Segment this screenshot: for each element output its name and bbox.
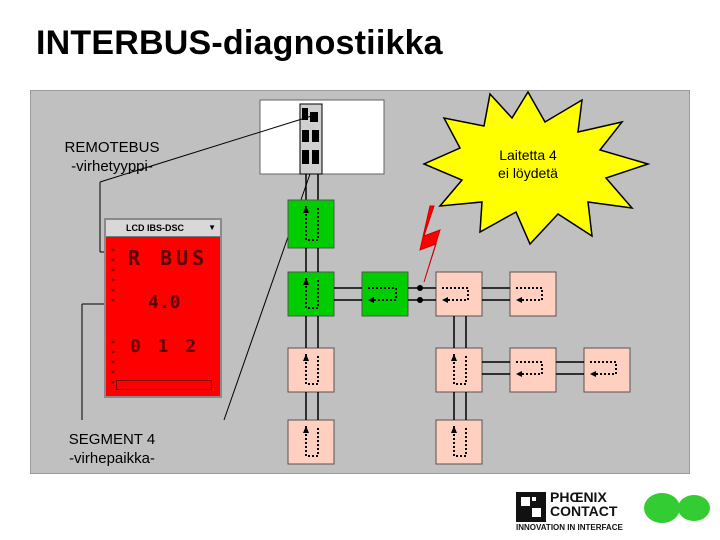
module-8 [287,419,335,465]
callout-text: Laitetta 4 ei löydetä [470,146,586,182]
device-header-label: LCD IBS-DSC [126,223,184,233]
logo-brand-line1: PHŒNIX [550,489,607,505]
remotebus-label-line2: -virhetyyppi- [71,158,153,175]
remotebus-label: REMOTEBUS -virhetyyppi- [46,138,178,176]
diagnostic-display-device: LCD IBS-DSC ▼ R BUS 4.0 0 1 2 [104,218,222,398]
logo-leaf-icon [644,493,710,523]
device-header: LCD IBS-DSC ▼ [106,220,220,237]
logo-mark-icon [516,492,546,522]
led-column [111,248,115,384]
callout-burst [422,90,651,246]
module-4-missing [435,271,483,317]
segment-label-line1: SEGMENT 4 [68,431,156,448]
segment-label: SEGMENT 4 -virhepaikka- [46,430,178,468]
module-5 [287,347,335,393]
phoenix-contact-logo: PHŒNIX CONTACT INNOVATION IN INTERFACE [514,490,714,534]
callout-line1: Laitetta 4 [499,147,557,163]
segment-label-line2: -virhepaikka- [69,450,155,467]
remotebus-leader-line [99,113,319,183]
callout-line2: ei löydetä [498,165,558,181]
device-bottom-bar [116,380,212,390]
fault-node-dot [417,285,423,291]
module-9 [435,419,483,465]
module-1 [287,199,335,249]
remotebus-label-line1: REMOTEBUS [64,139,160,156]
lightning-bolt-icon [419,205,441,283]
logo-tagline: INNOVATION IN INTERFACE [516,523,623,532]
display-line-2: 4.0 [148,292,181,313]
module-3 [361,271,409,317]
module-7b [583,347,631,393]
display-line-1: R BUS [128,246,209,270]
page-title: INTERBUS-diagnostiikka [36,24,443,62]
module-6 [435,347,483,393]
display-line-3: 0 1 2 [130,336,200,357]
module-4b [509,271,557,317]
module-2 [287,271,335,317]
logo-brand-line2: CONTACT [550,503,618,519]
chevron-down-icon[interactable]: ▼ [208,223,216,232]
module-7 [509,347,557,393]
